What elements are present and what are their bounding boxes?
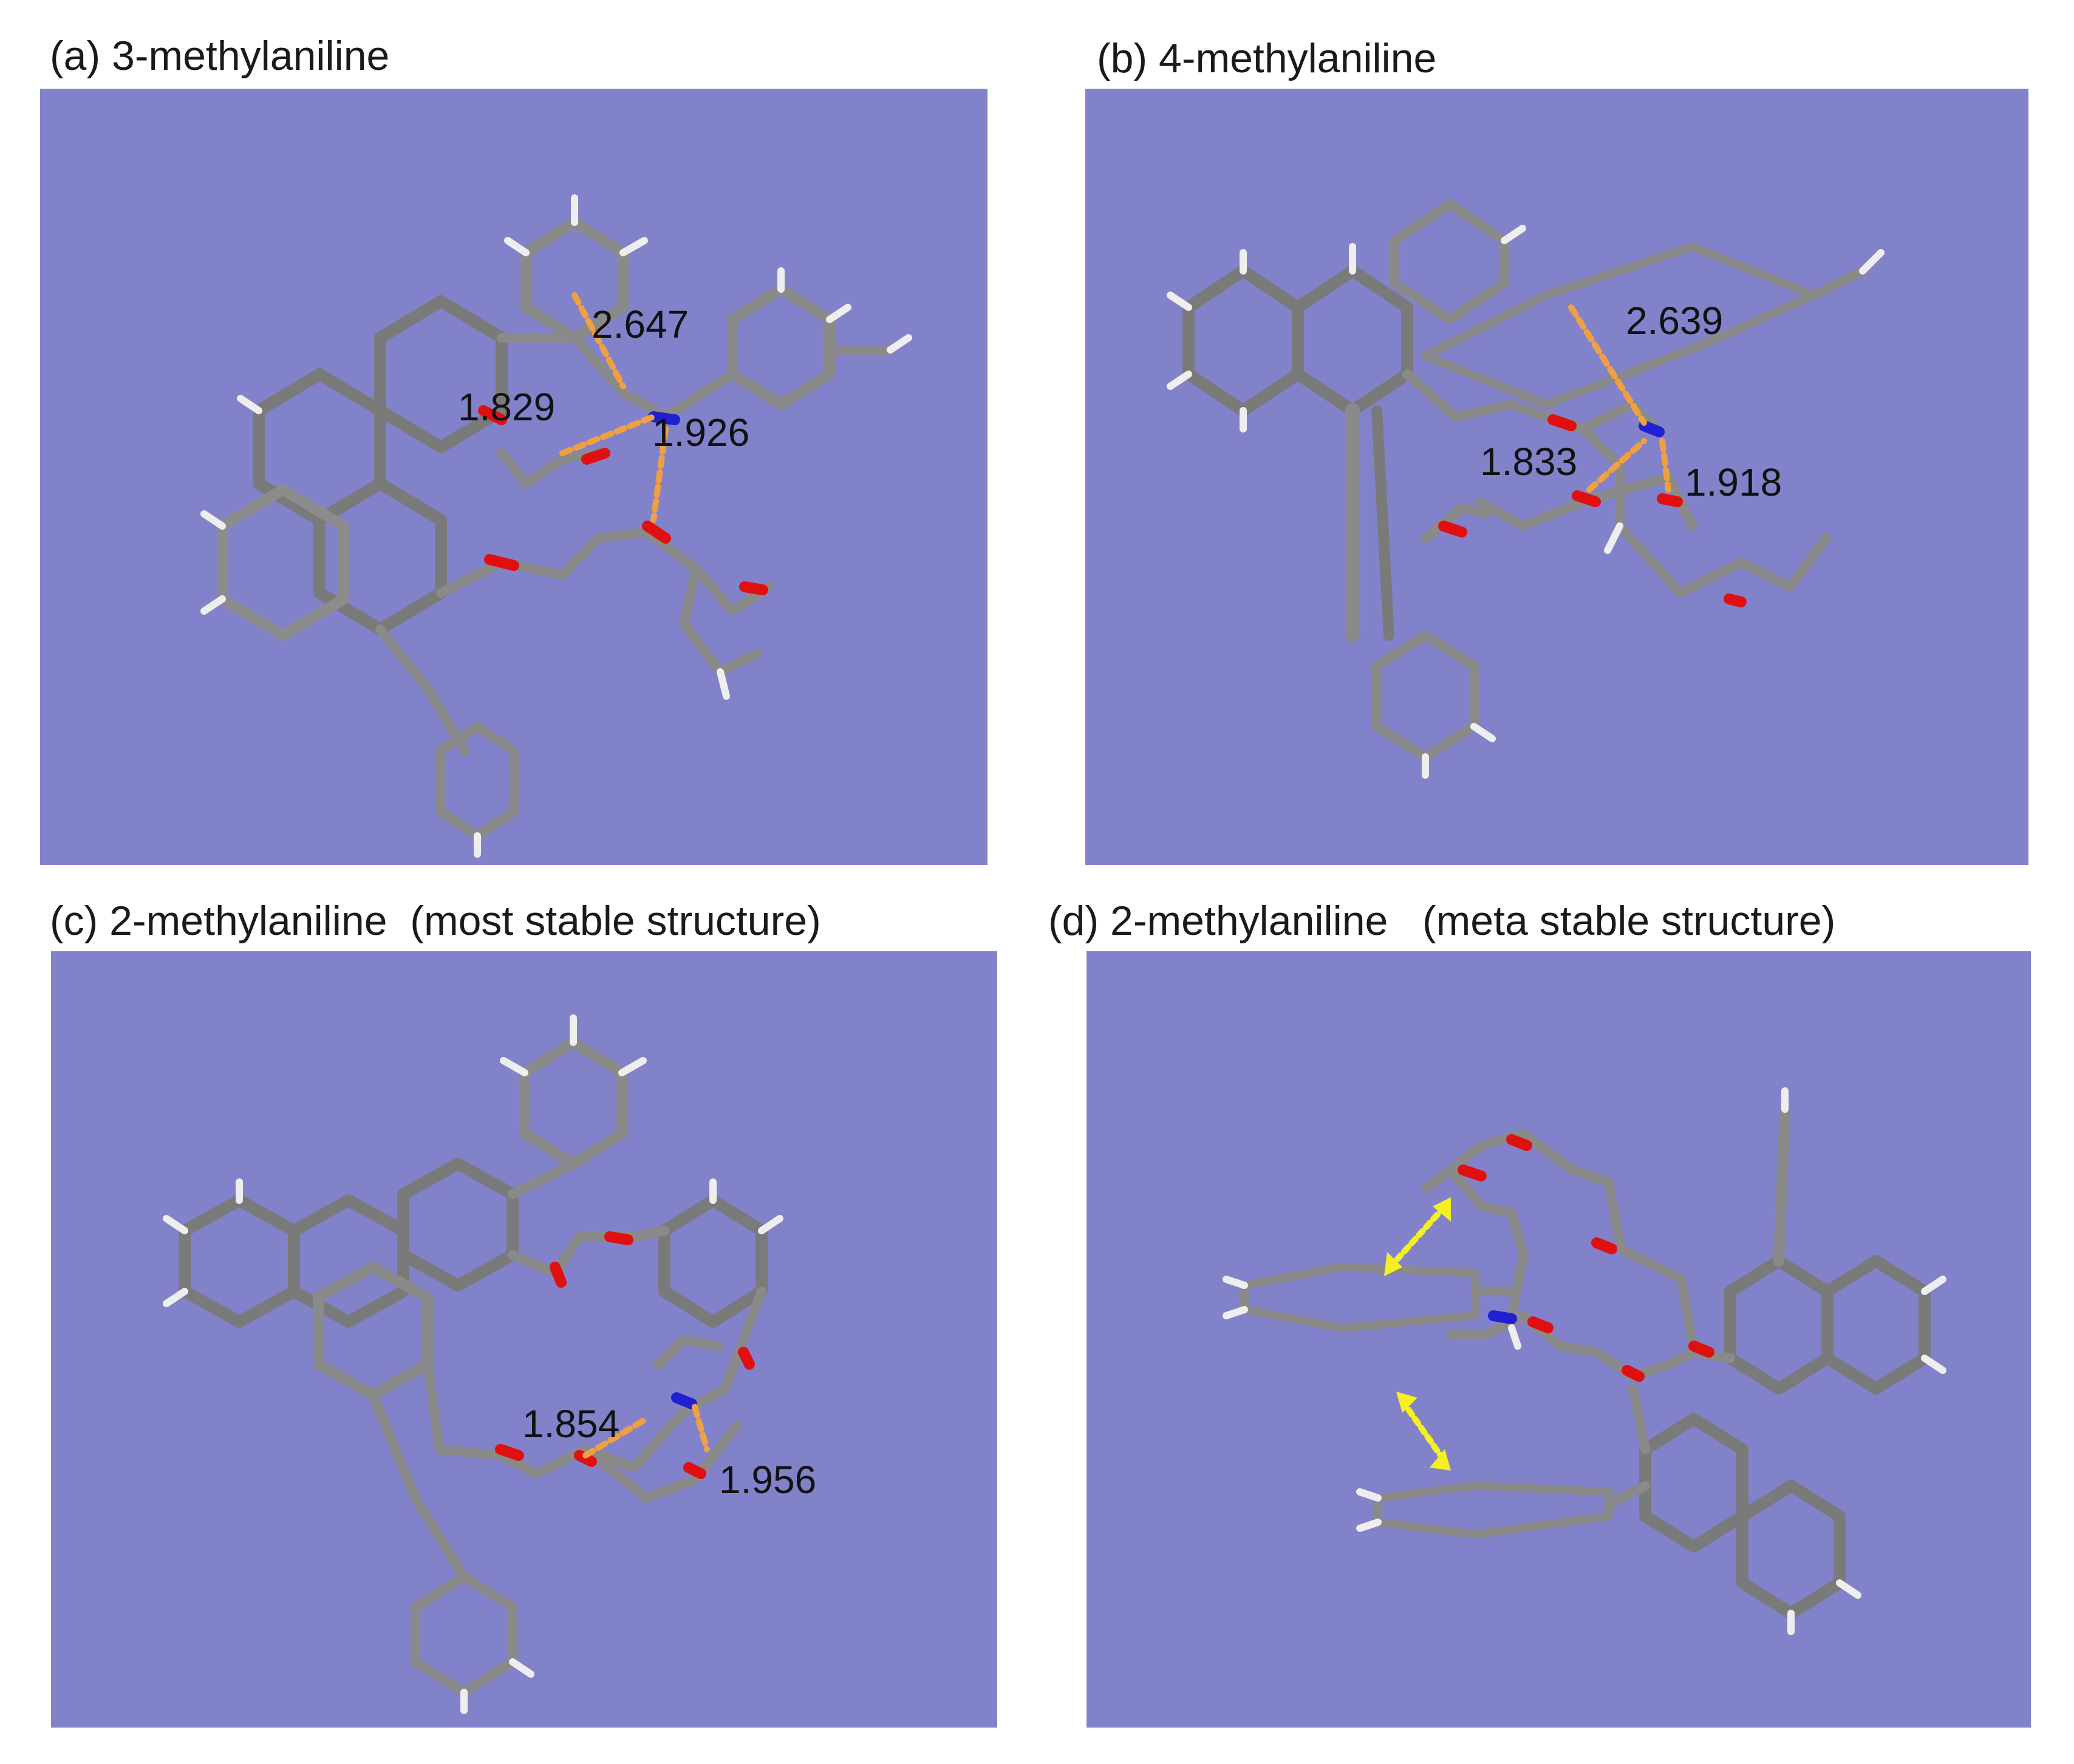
distance-label: 1.833 <box>1480 440 1578 484</box>
molecule-b <box>1167 199 1885 779</box>
molecule-c <box>163 1014 783 1714</box>
molecule-a <box>200 194 912 858</box>
panel-c-caption: (c) 2-methylaniline (most stable structu… <box>50 898 821 944</box>
panel-c: 1.854 1.956 <box>51 951 997 1728</box>
distance-label: 1.918 <box>1685 460 1782 504</box>
panel-b-caption: (b) 4-methylaniline <box>1097 35 1437 81</box>
distance-label: 1.926 <box>652 411 750 454</box>
panel-d-caption: (d) 2-methylaniline (meta stable structu… <box>1048 898 1836 944</box>
panel-a-caption: (a) 3-methylaniline <box>50 33 390 79</box>
distance-label: 2.639 <box>1626 299 1724 343</box>
distance-label: 1.854 <box>522 1402 620 1446</box>
panel-d <box>1086 951 2031 1728</box>
panel-a: 2.647 1.829 1.926 <box>40 89 988 865</box>
distance-label: 2.647 <box>592 303 689 346</box>
distance-label: 1.829 <box>458 385 556 429</box>
distance-label: 1.956 <box>719 1458 817 1502</box>
panel-b: 2.639 1.833 1.918 <box>1085 89 2028 865</box>
molecule-d <box>1223 1087 1946 1635</box>
